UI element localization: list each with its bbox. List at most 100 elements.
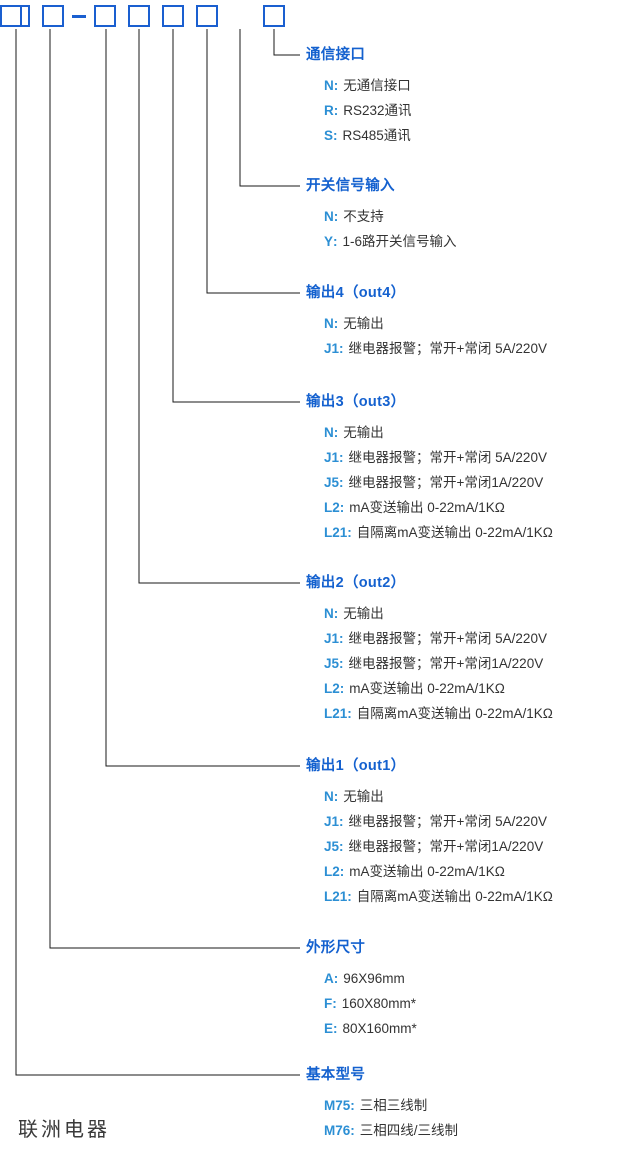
code-box-2[interactable] [42, 5, 64, 27]
option-row: J5: 继电器报警；常开+常闭1A/220V [324, 834, 553, 859]
option-code: J1 [324, 631, 340, 646]
option-code: F [324, 996, 333, 1011]
option-colon: : [333, 103, 339, 118]
option-list: A:96X96mm F:160X80mm* E:80X160mm* [306, 966, 417, 1041]
option-colon: : [339, 656, 344, 671]
option-row: M76:三相四线/三线制 [324, 1118, 458, 1143]
option-row: F:160X80mm* [324, 991, 417, 1016]
option-colon: : [347, 706, 352, 721]
option-code: S [324, 128, 334, 143]
option-row: N:无输出 [324, 420, 553, 445]
option-colon: : [339, 475, 344, 490]
option-code: L2 [324, 864, 340, 879]
section-title: 输出1（out1） [306, 758, 406, 774]
option-desc: 三相三线制 [359, 1098, 428, 1113]
option-desc: mA变送输出 0-22mA/1KΩ [349, 500, 505, 515]
option-row: J1:继电器报警；常开+常闭 5A/220V [324, 626, 553, 651]
option-desc: 80X160mm* [342, 1021, 417, 1036]
section-title: 输出4（out4） [306, 285, 406, 301]
option-code: J5 [324, 839, 340, 854]
option-code: N [324, 209, 334, 224]
option-desc: 无通信接口 [343, 78, 411, 93]
company-logo-text: 联洲电器 [18, 1117, 110, 1141]
option-colon: : [339, 814, 344, 829]
option-desc: 自隔离mA变送输出 0-22mA/1KΩ [356, 889, 553, 904]
option-list: N:无输出 J1:继电器报警；常开+常闭 5A/220V J5:继电器报警；常开… [306, 784, 553, 909]
section-output-2: 输出2（out2） N:无输出 J1:继电器报警；常开+常闭 5A/220V J… [306, 574, 553, 726]
option-colon: : [339, 839, 344, 854]
section-title: 输出2（out2） [306, 575, 406, 591]
option-colon: : [347, 889, 352, 904]
section-output-1: 输出1（out1） N:无输出 J1: 继电器报警；常开+常闭 5A/220V J… [306, 757, 553, 909]
option-row: L2: mA变送输出 0-22mA/1KΩ [324, 495, 553, 520]
option-list: N:不支持 Y:1-6路开关信号输入 [306, 204, 457, 254]
option-code: E [324, 1021, 334, 1036]
section-basic-model: 基本型号 M75:三相三线制 M76:三相四线/三线制 [306, 1066, 458, 1143]
option-colon: : [350, 1098, 355, 1113]
option-colon: : [332, 996, 337, 1011]
option-row: N:无输出 [324, 311, 547, 336]
option-desc: 无输出 [343, 316, 384, 331]
code-separator-dash [72, 15, 86, 18]
option-desc: 1-6路开关信号输入 [342, 234, 457, 249]
option-row: L21:自隔离mA变送输出 0-22mA/1KΩ [324, 884, 553, 909]
option-colon: : [339, 864, 345, 879]
section-dimensions: 外形尺寸 A:96X96mm F:160X80mm* E:80X160mm* [306, 939, 417, 1041]
option-desc: 自隔离mA变送输出 0-22mA/1KΩ [356, 525, 553, 540]
option-colon: : [339, 631, 344, 646]
option-row: R:RS232通讯 [324, 98, 412, 123]
option-code: L2 [324, 681, 340, 696]
option-code: J1 [324, 341, 340, 356]
option-row: S:RS485通讯 [324, 123, 412, 148]
section-title: 外形尺寸 [306, 940, 366, 956]
option-colon: : [333, 606, 339, 621]
option-code: J5 [324, 656, 340, 671]
option-row: N:无输出 [324, 784, 553, 809]
option-desc: mA变送输出 0-22mA/1KΩ [349, 681, 505, 696]
option-code: J5 [324, 475, 340, 490]
option-desc: 继电器报警；常开+常闭1A/220V [348, 839, 544, 854]
option-list: N:无输出 J1:继电器报警；常开+常闭 5A/220V J5:继电器报警；常开… [306, 420, 553, 545]
section-communication-interface: 通信接口 N:无通信接口 R:RS232通讯 S:RS485通讯 [306, 46, 412, 148]
option-code: M75 [324, 1098, 351, 1113]
option-list: M75: 三相三线制 M76:三相四线/三线制 [306, 1093, 458, 1143]
option-desc: mA变送输出 0-22mA/1KΩ [349, 864, 505, 879]
option-row: N:不支持 [324, 204, 457, 229]
option-desc: RS232通讯 [343, 103, 412, 118]
option-colon: : [339, 450, 344, 465]
model-code-boxes [0, 5, 627, 35]
code-box-3[interactable] [94, 5, 116, 27]
option-row: A:96X96mm [324, 966, 417, 991]
option-row: J1:继电器报警；常开+常闭 5A/220V [324, 445, 553, 470]
code-box-6[interactable] [196, 5, 218, 27]
option-code: L2 [324, 500, 340, 515]
option-colon: : [333, 425, 339, 440]
code-box-5[interactable] [162, 5, 184, 27]
option-desc: 无输出 [343, 425, 384, 440]
option-desc: 继电器报警；常开+常闭 5A/220V [348, 341, 547, 356]
option-colon: : [339, 500, 345, 515]
option-row: L21:自隔离mA变送输出 0-22mA/1KΩ [324, 701, 553, 726]
code-box-8[interactable] [263, 5, 285, 27]
option-colon: : [333, 78, 339, 93]
option-desc: 无输出 [343, 606, 384, 621]
option-colon: : [333, 789, 339, 804]
option-colon: : [333, 316, 339, 331]
option-row: M75: 三相三线制 [324, 1093, 458, 1118]
code-box-7[interactable] [0, 5, 22, 27]
option-desc: 继电器报警；常开+常闭1A/220V [348, 475, 544, 490]
option-desc: 160X80mm* [341, 996, 417, 1011]
option-desc: 96X96mm [343, 971, 405, 986]
code-box-4[interactable] [128, 5, 150, 27]
section-title: 输出3（out3） [306, 394, 406, 410]
option-code: J1 [324, 814, 340, 829]
section-output-4: 输出4（out4） N:无输出 J1:继电器报警；常开+常闭 5A/220V [306, 284, 547, 361]
option-desc: 三相四线/三线制 [359, 1123, 459, 1138]
option-row: L21: 自隔离mA变送输出 0-22mA/1KΩ [324, 520, 553, 545]
option-desc: RS485通讯 [342, 128, 411, 143]
option-row: Y:1-6路开关信号输入 [324, 229, 457, 254]
option-desc: 继电器报警；常开+常闭 5A/220V [348, 814, 547, 829]
option-colon: : [347, 525, 352, 540]
option-code: L21 [324, 525, 348, 540]
